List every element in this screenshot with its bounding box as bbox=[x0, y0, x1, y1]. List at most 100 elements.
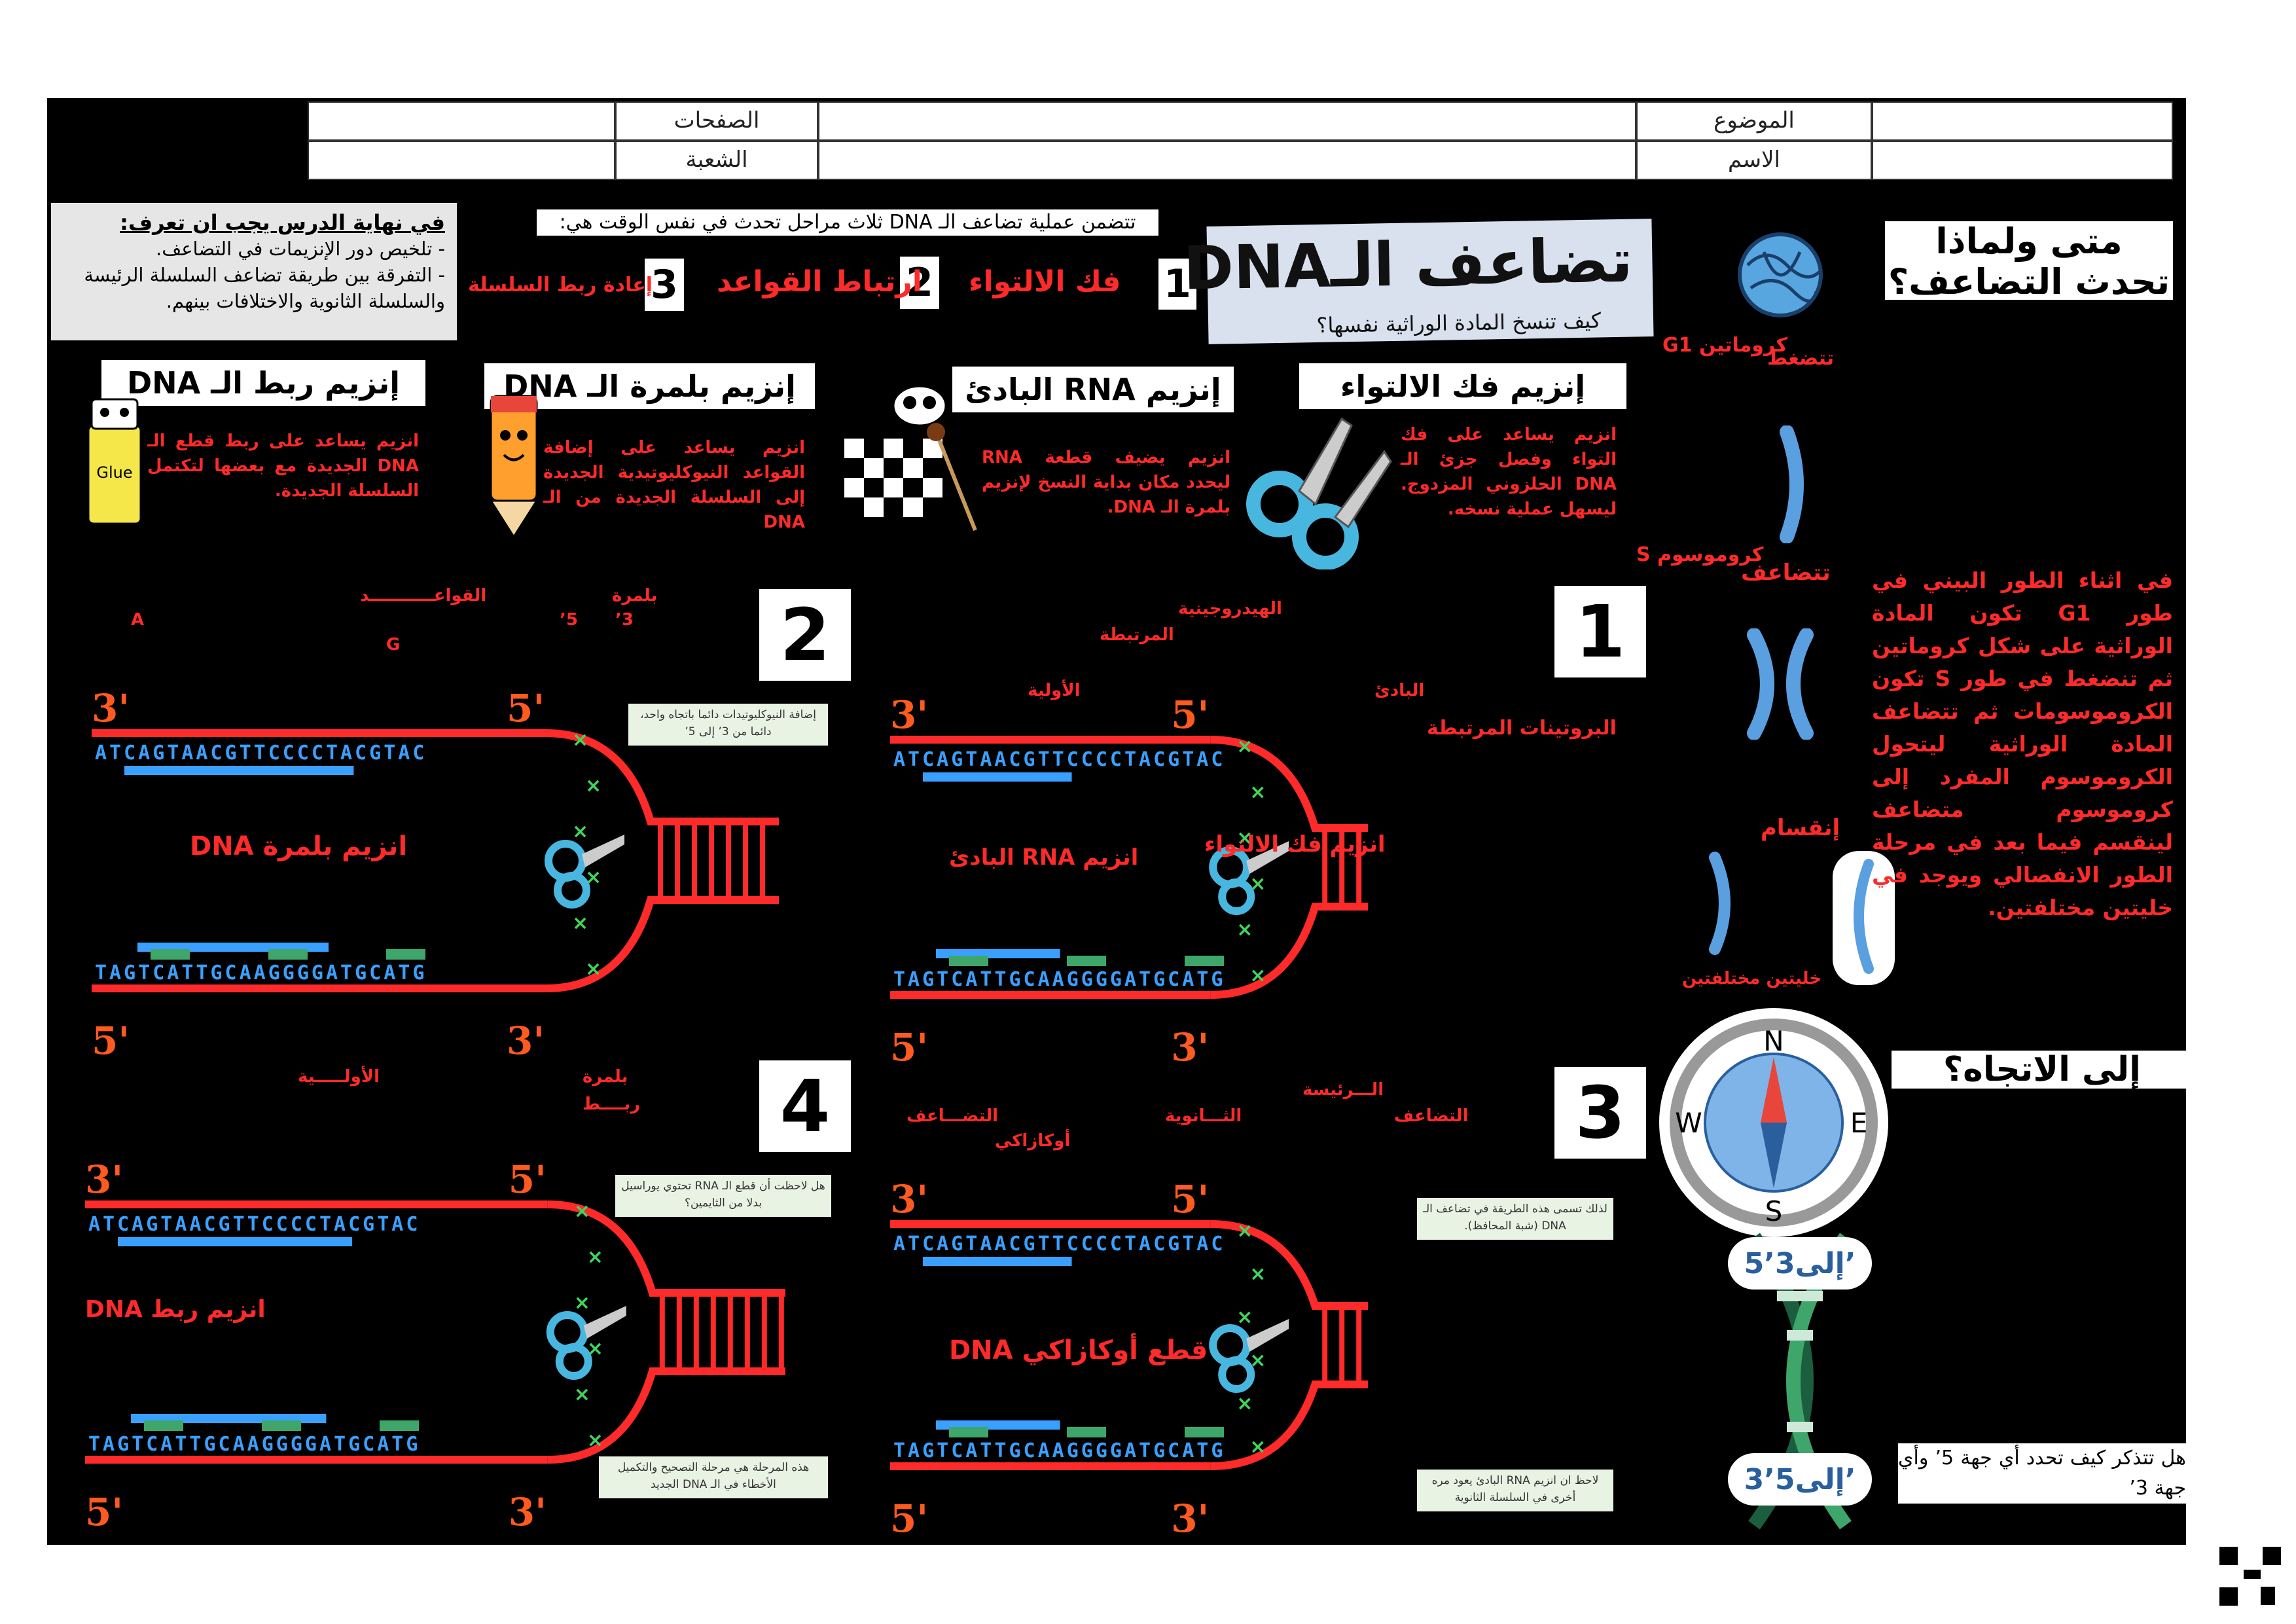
panel3-word: التضاعف bbox=[1394, 1106, 1469, 1126]
panel1-word: الهيدروجينية bbox=[1178, 599, 1282, 619]
bottom-sequence: TAGTCATTGCAAGGGGATGCATG bbox=[893, 968, 1225, 991]
rna-primer bbox=[144, 1420, 183, 1431]
rna-primer bbox=[386, 949, 425, 960]
header-name-label: الاسم bbox=[1636, 141, 1872, 180]
top-sequence: ATCAGTAACGTTCCCCTACGTAC bbox=[95, 742, 427, 765]
panel3-label-okazaki: قطع أوكازاكي DNA bbox=[949, 1335, 1208, 1365]
two-chromosomes-icon bbox=[1709, 851, 1895, 985]
enzyme-helicase-desc: انزيم يساعد على فك التواء وفصل جزئ الـ D… bbox=[1401, 425, 1617, 519]
header-pages-field[interactable] bbox=[818, 101, 1636, 141]
panel3-word: الـــرئيسة bbox=[1302, 1080, 1384, 1100]
checkered-flag-icon bbox=[844, 385, 977, 532]
intro-text: تتضمن عملية تضاعف الـ DNA ثلاث مراحل تحد… bbox=[537, 209, 1158, 236]
header-pages-label: الصفحات bbox=[615, 101, 818, 141]
binding-protein-mark: × bbox=[587, 1429, 603, 1452]
binding-protein-mark: × bbox=[1249, 1263, 1266, 1286]
enzyme-polymerase-desc: انزيم يساعد على إضافة القواعد النيوكليوت… bbox=[543, 438, 805, 532]
helicase-scissors-blade bbox=[1246, 841, 1289, 874]
fork-arm-top bbox=[1210, 736, 1368, 832]
panel1-label-helicase: انزيم فك الالتواء bbox=[1204, 831, 1386, 857]
strand-end-top-left: 3' bbox=[890, 1178, 928, 1221]
two-cells-label: خليتين مختلفتين bbox=[1682, 969, 1822, 988]
objective-item: والسلسلة الثانوية والاختلافات بينهم. bbox=[166, 290, 445, 312]
panel2-word: A bbox=[131, 610, 145, 630]
panel4-word: ربــــط bbox=[583, 1094, 641, 1114]
step-label-3: إعادة ربط السلسلة bbox=[468, 274, 653, 297]
step-number-2: 2 bbox=[900, 257, 939, 309]
strand-end-bottom-left: 5' bbox=[890, 1025, 928, 1070]
header-topic-field[interactable] bbox=[1872, 101, 2173, 141]
panel2-word: G bbox=[386, 635, 401, 655]
rna-primer bbox=[1067, 956, 1106, 966]
new-leading-strand bbox=[923, 1257, 1072, 1266]
binding-protein-mark: × bbox=[1236, 918, 1253, 941]
fork-arm-top bbox=[547, 1200, 785, 1297]
header-blank-left-2 bbox=[308, 141, 615, 180]
scissors-icon bbox=[1246, 417, 1392, 569]
objectives-title: في نهاية الدرس يجب ان تعرف: bbox=[120, 210, 445, 235]
helicase-scissors-ring bbox=[1218, 1356, 1255, 1393]
header-section-field[interactable] bbox=[818, 141, 1636, 180]
strand-end-top-left: 3' bbox=[85, 1159, 123, 1202]
helicase-scissors-ring bbox=[545, 840, 586, 882]
header-name-field[interactable] bbox=[1872, 141, 2173, 180]
rna-primer bbox=[1185, 1427, 1224, 1437]
compass-icon: N E S W bbox=[1659, 1008, 1888, 1237]
enzyme-helicase-header: إنزيم فك الالتواء bbox=[1299, 363, 1626, 409]
panel2-word: 5’ bbox=[560, 610, 578, 630]
strand-end-top-left: 3' bbox=[890, 694, 928, 737]
binding-protein-mark: × bbox=[1249, 1435, 1266, 1458]
new-leading-strand bbox=[118, 1237, 353, 1246]
panel-number-2: 2 bbox=[759, 589, 851, 681]
main-subtitle: كيف تنسخ المادة الوراثية نفسها؟ bbox=[1316, 308, 1602, 338]
top-sequence: ATCAGTAACGTTCCCCTACGTAC bbox=[893, 1233, 1225, 1255]
main-title: تضاعف الـDNA bbox=[1183, 225, 1634, 304]
panel1-label-proteins: البروتينات المرتبطة bbox=[1427, 717, 1617, 740]
dna-fork-panel-2: 3'5'5'3'ATCAGTAACGTTCCCCTACGTACTAGTCATTG… bbox=[92, 687, 779, 1063]
compass-south: S bbox=[1765, 1195, 1783, 1227]
objectives-box: في نهاية الدرس يجب ان تعرف: - تلخيص دور … bbox=[51, 203, 457, 340]
top-sequence: ATCAGTAACGTTCCCCTACGTAC bbox=[893, 748, 1225, 771]
strand-end-bottom-left: 5' bbox=[92, 1019, 130, 1063]
binding-protein-mark: × bbox=[1236, 1306, 1253, 1329]
panel3-note-2: لاحظ ان انزيم RNA البادئ يعود مره أخرى ف… bbox=[1417, 1470, 1613, 1511]
chromatin-label: كروماتين G1 bbox=[1662, 334, 1788, 357]
strand-end-top-right: 5' bbox=[509, 1159, 547, 1202]
new-leading-strand bbox=[923, 772, 1072, 782]
direction-label-top: 5’إلى3’ bbox=[1744, 1247, 1856, 1280]
helicase-scissors-ring bbox=[1218, 878, 1255, 915]
strand-end-bottom-left: 5' bbox=[85, 1490, 123, 1534]
panel-number-1: 1 bbox=[1554, 586, 1646, 677]
fork-arm-top bbox=[1210, 1220, 1368, 1310]
svg-text:Glue: Glue bbox=[96, 463, 132, 482]
fork-arm-bottom bbox=[1210, 1380, 1368, 1470]
direction-dna-helix-icon: 5’إلى3’ 3’إلى5’ bbox=[1728, 1233, 1872, 1530]
strand-end-bottom-right: 3' bbox=[1171, 1025, 1209, 1070]
panel1-word: البادئ bbox=[1374, 681, 1425, 700]
binding-protein-mark: × bbox=[572, 729, 588, 751]
rna-primer bbox=[1185, 956, 1224, 966]
panel3-note-1: لذلك تسمى هذه الطريقة في تضاعف الـ DNA (… bbox=[1417, 1198, 1613, 1240]
panel3-word: أوكازاكي bbox=[995, 1131, 1071, 1151]
helicase-scissors-ring bbox=[546, 1311, 588, 1353]
binding-protein-mark: × bbox=[1236, 1219, 1253, 1242]
compass-west: W bbox=[1675, 1107, 1702, 1139]
header-section-label: الشعبة bbox=[615, 141, 818, 180]
strand-end-bottom-right: 3' bbox=[1171, 1496, 1209, 1541]
dna-fork-panel-4: 3'5'5'3'ATCAGTAACGTTCCCCTACGTACTAGTCATTG… bbox=[85, 1159, 785, 1534]
panel1-word: الأولية bbox=[1028, 681, 1081, 700]
chromosome-label: كروموسوم S bbox=[1636, 543, 1764, 566]
binding-protein-mark: × bbox=[585, 958, 601, 981]
panel4-label-ligase: انزيم ربط DNA bbox=[85, 1296, 266, 1323]
objective-item: - تلخيص دور الإنزيمات في التضاعف. bbox=[156, 238, 445, 260]
strand-end-top-right: 5' bbox=[1171, 1178, 1209, 1221]
panel1-label-primase: انزيم RNA البادئ bbox=[949, 844, 1139, 871]
fork-arm-bottom bbox=[1210, 903, 1368, 999]
helicase-scissors-ring bbox=[1209, 1324, 1251, 1366]
panel-number-3: 3 bbox=[1554, 1067, 1646, 1159]
panel1-word: المرتبطة bbox=[1100, 625, 1174, 645]
panel4-note-2: هذه المرحلة هي مرحلة التصحيح والتكميل ال… bbox=[599, 1456, 828, 1498]
panel2-note: إضافة النيوكليوتيدات دائما باتجاه واحد، … bbox=[628, 704, 828, 746]
enzyme-ligase-header: إنزيم ربط الـ DNA bbox=[101, 360, 425, 406]
binding-protein-mark: × bbox=[587, 1246, 603, 1269]
